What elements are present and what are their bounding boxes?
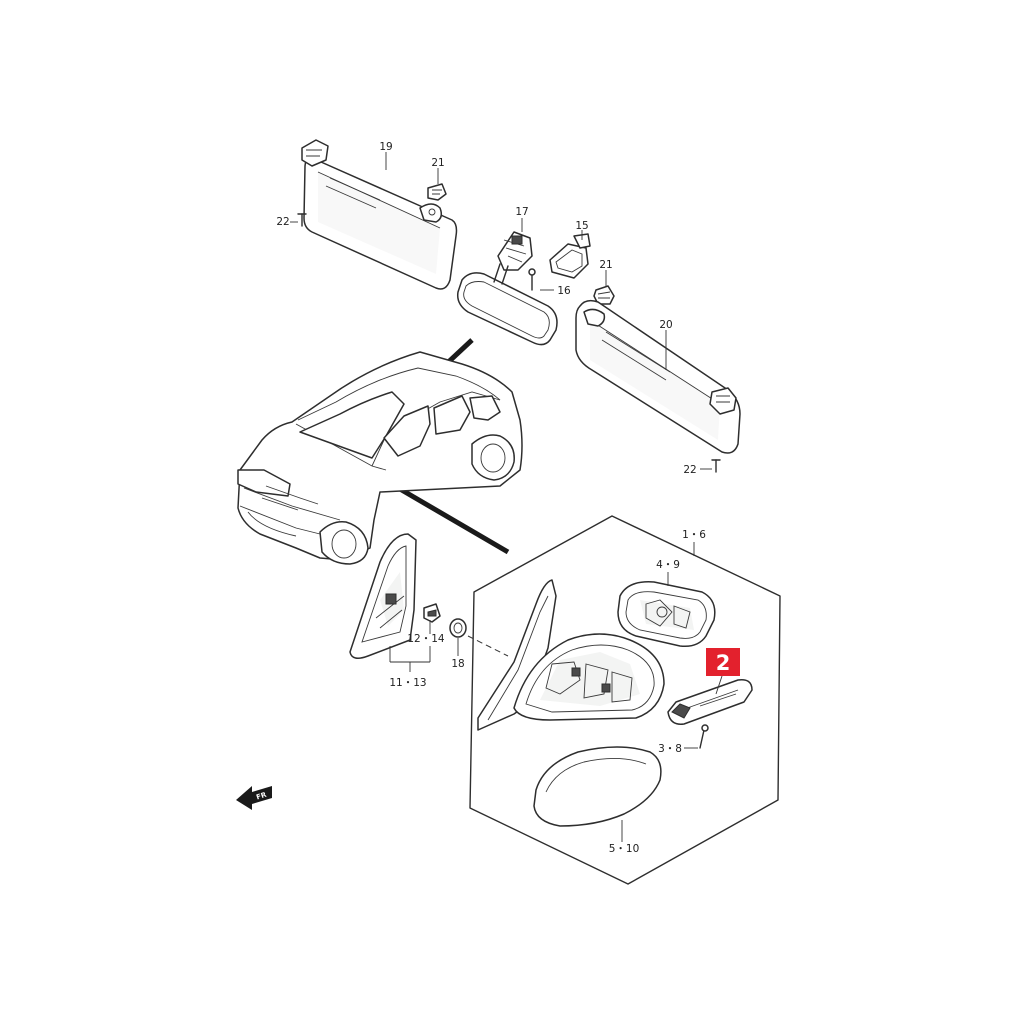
callout-5-10: 5・10 <box>609 843 640 855</box>
leader-lines <box>290 152 723 842</box>
callout-18: 18 <box>451 658 464 670</box>
car-illustration <box>237 351 523 565</box>
callout-16: 16 <box>557 285 571 297</box>
assembly-outline <box>469 515 781 885</box>
callout-21-right: 21 <box>599 259 612 271</box>
callout-22-right: 22 <box>683 464 696 476</box>
callout-12-14: 12・14 <box>407 633 445 645</box>
mirror-cover <box>533 746 662 827</box>
rear-view-mirror <box>456 231 558 346</box>
callout-4-9: 4・9 <box>656 559 680 571</box>
front-arrow-label: FR <box>255 791 268 802</box>
grommet <box>449 618 467 638</box>
callout-11-13: 11・13 <box>389 677 426 689</box>
sun-visor-left <box>301 139 458 290</box>
sun-visor-right <box>575 299 741 454</box>
garnish-clip <box>423 603 441 623</box>
front-direction-arrow: FR <box>236 786 272 810</box>
highlight-badge-box <box>706 648 740 676</box>
visor-screw-right <box>711 459 721 473</box>
mirror-base <box>477 579 557 731</box>
callout-19: 19 <box>379 141 392 153</box>
grommet-dashed-line <box>467 635 509 657</box>
visor-screw-left <box>297 213 307 227</box>
visor-clip-right <box>593 285 615 305</box>
highlight-badge: 2 <box>706 648 740 676</box>
callout-15: 15 <box>575 220 588 232</box>
highlight-badge-label: 2 <box>716 651 731 675</box>
visor-clip-left <box>427 183 447 201</box>
mirror-bracket <box>549 233 591 279</box>
callout-17: 17 <box>515 206 528 218</box>
a-pillar-garnish <box>349 533 417 659</box>
callout-20: 20 <box>659 319 672 331</box>
mirror-housing <box>513 633 665 721</box>
lamp-screw <box>699 724 709 749</box>
mirror-glass <box>617 581 716 648</box>
callout-3-8: 3・8 <box>658 743 682 755</box>
turn-signal-lamp <box>667 678 753 725</box>
callout-21-left: 21 <box>431 157 444 169</box>
callout-1-6: 1・6 <box>682 529 706 541</box>
callout-22-left: 22 <box>276 216 289 228</box>
